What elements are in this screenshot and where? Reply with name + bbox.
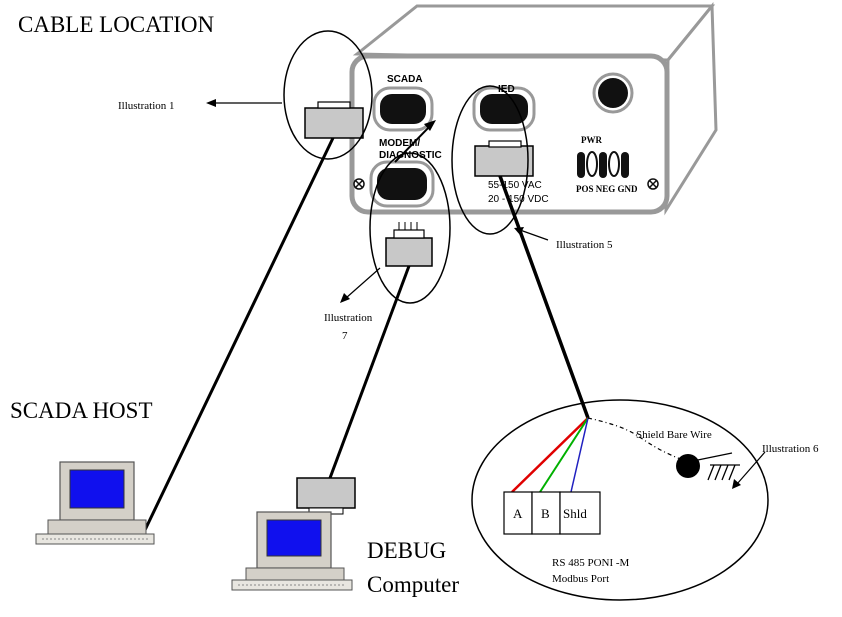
illustration-5-highlight (451, 85, 529, 235)
ied-connector (474, 140, 534, 177)
arrowhead-icon (732, 479, 741, 489)
shield-bare-wire-label: Shield Bare Wire (636, 429, 712, 441)
illustration-1-label: Illustration 1 (118, 100, 175, 112)
illustration-5-label: Illustration 5 (556, 239, 613, 251)
diagnostic-connector (385, 222, 433, 267)
illustration-1-highlight (283, 30, 373, 160)
terminal-block (503, 491, 601, 535)
arrowhead-icon (514, 227, 524, 235)
screw-left-icon (353, 178, 365, 190)
diagnostic-port-label: DIAGNOSTIC (379, 150, 442, 161)
diagnostic-arrow-icon (424, 120, 436, 131)
power-knob (592, 72, 634, 114)
scada-connector (304, 101, 364, 139)
ied-port-label: IED (498, 84, 515, 95)
arrowhead-icon (340, 293, 350, 303)
scada-host-computer-icon (35, 461, 155, 545)
ground-icon (707, 464, 740, 481)
port-protocol: Modbus Port (552, 573, 609, 585)
terminals-label: POS NEG GND (576, 184, 638, 194)
illustration-7-highlight (369, 152, 451, 304)
modem-port-label: MODEM/ (379, 138, 420, 149)
arrowhead-icon (206, 99, 216, 107)
debug-computer-label: Computer (367, 572, 459, 597)
illustration-7-label: Illustration (324, 312, 373, 324)
scada-port (372, 86, 434, 132)
screw-right-icon (647, 178, 659, 190)
power-terminals (577, 151, 629, 178)
terminal-shld-label: Shld (563, 506, 587, 521)
illustration-6-label: Illustration 6 (762, 443, 819, 455)
illustration-7-number: 7 (342, 330, 348, 342)
voltage-dc-label: 20 - 150 VDC (488, 194, 549, 205)
scada-host-label: SCADA HOST (10, 398, 153, 423)
shield-ground-node (676, 454, 700, 478)
scada-port-label: SCADA (387, 74, 423, 85)
cables (143, 123, 590, 531)
ied-port (472, 86, 536, 132)
debug-computer-icon (231, 477, 356, 591)
diagram-title: CABLE LOCATION (18, 12, 215, 37)
pwr-label: PWR (581, 135, 602, 145)
annotation-arrows (214, 102, 766, 485)
illustration-6-highlight (471, 399, 769, 601)
terminal-b-label: B (541, 506, 550, 521)
modem-diagnostic-port (369, 160, 435, 208)
voltage-ac-label: 55-150 VAC (488, 180, 542, 191)
terminal-a-label: A (513, 506, 523, 521)
port-description: RS 485 PONI -M (552, 557, 630, 569)
debug-label: DEBUG (367, 538, 446, 563)
rs485-wires (511, 417, 733, 493)
